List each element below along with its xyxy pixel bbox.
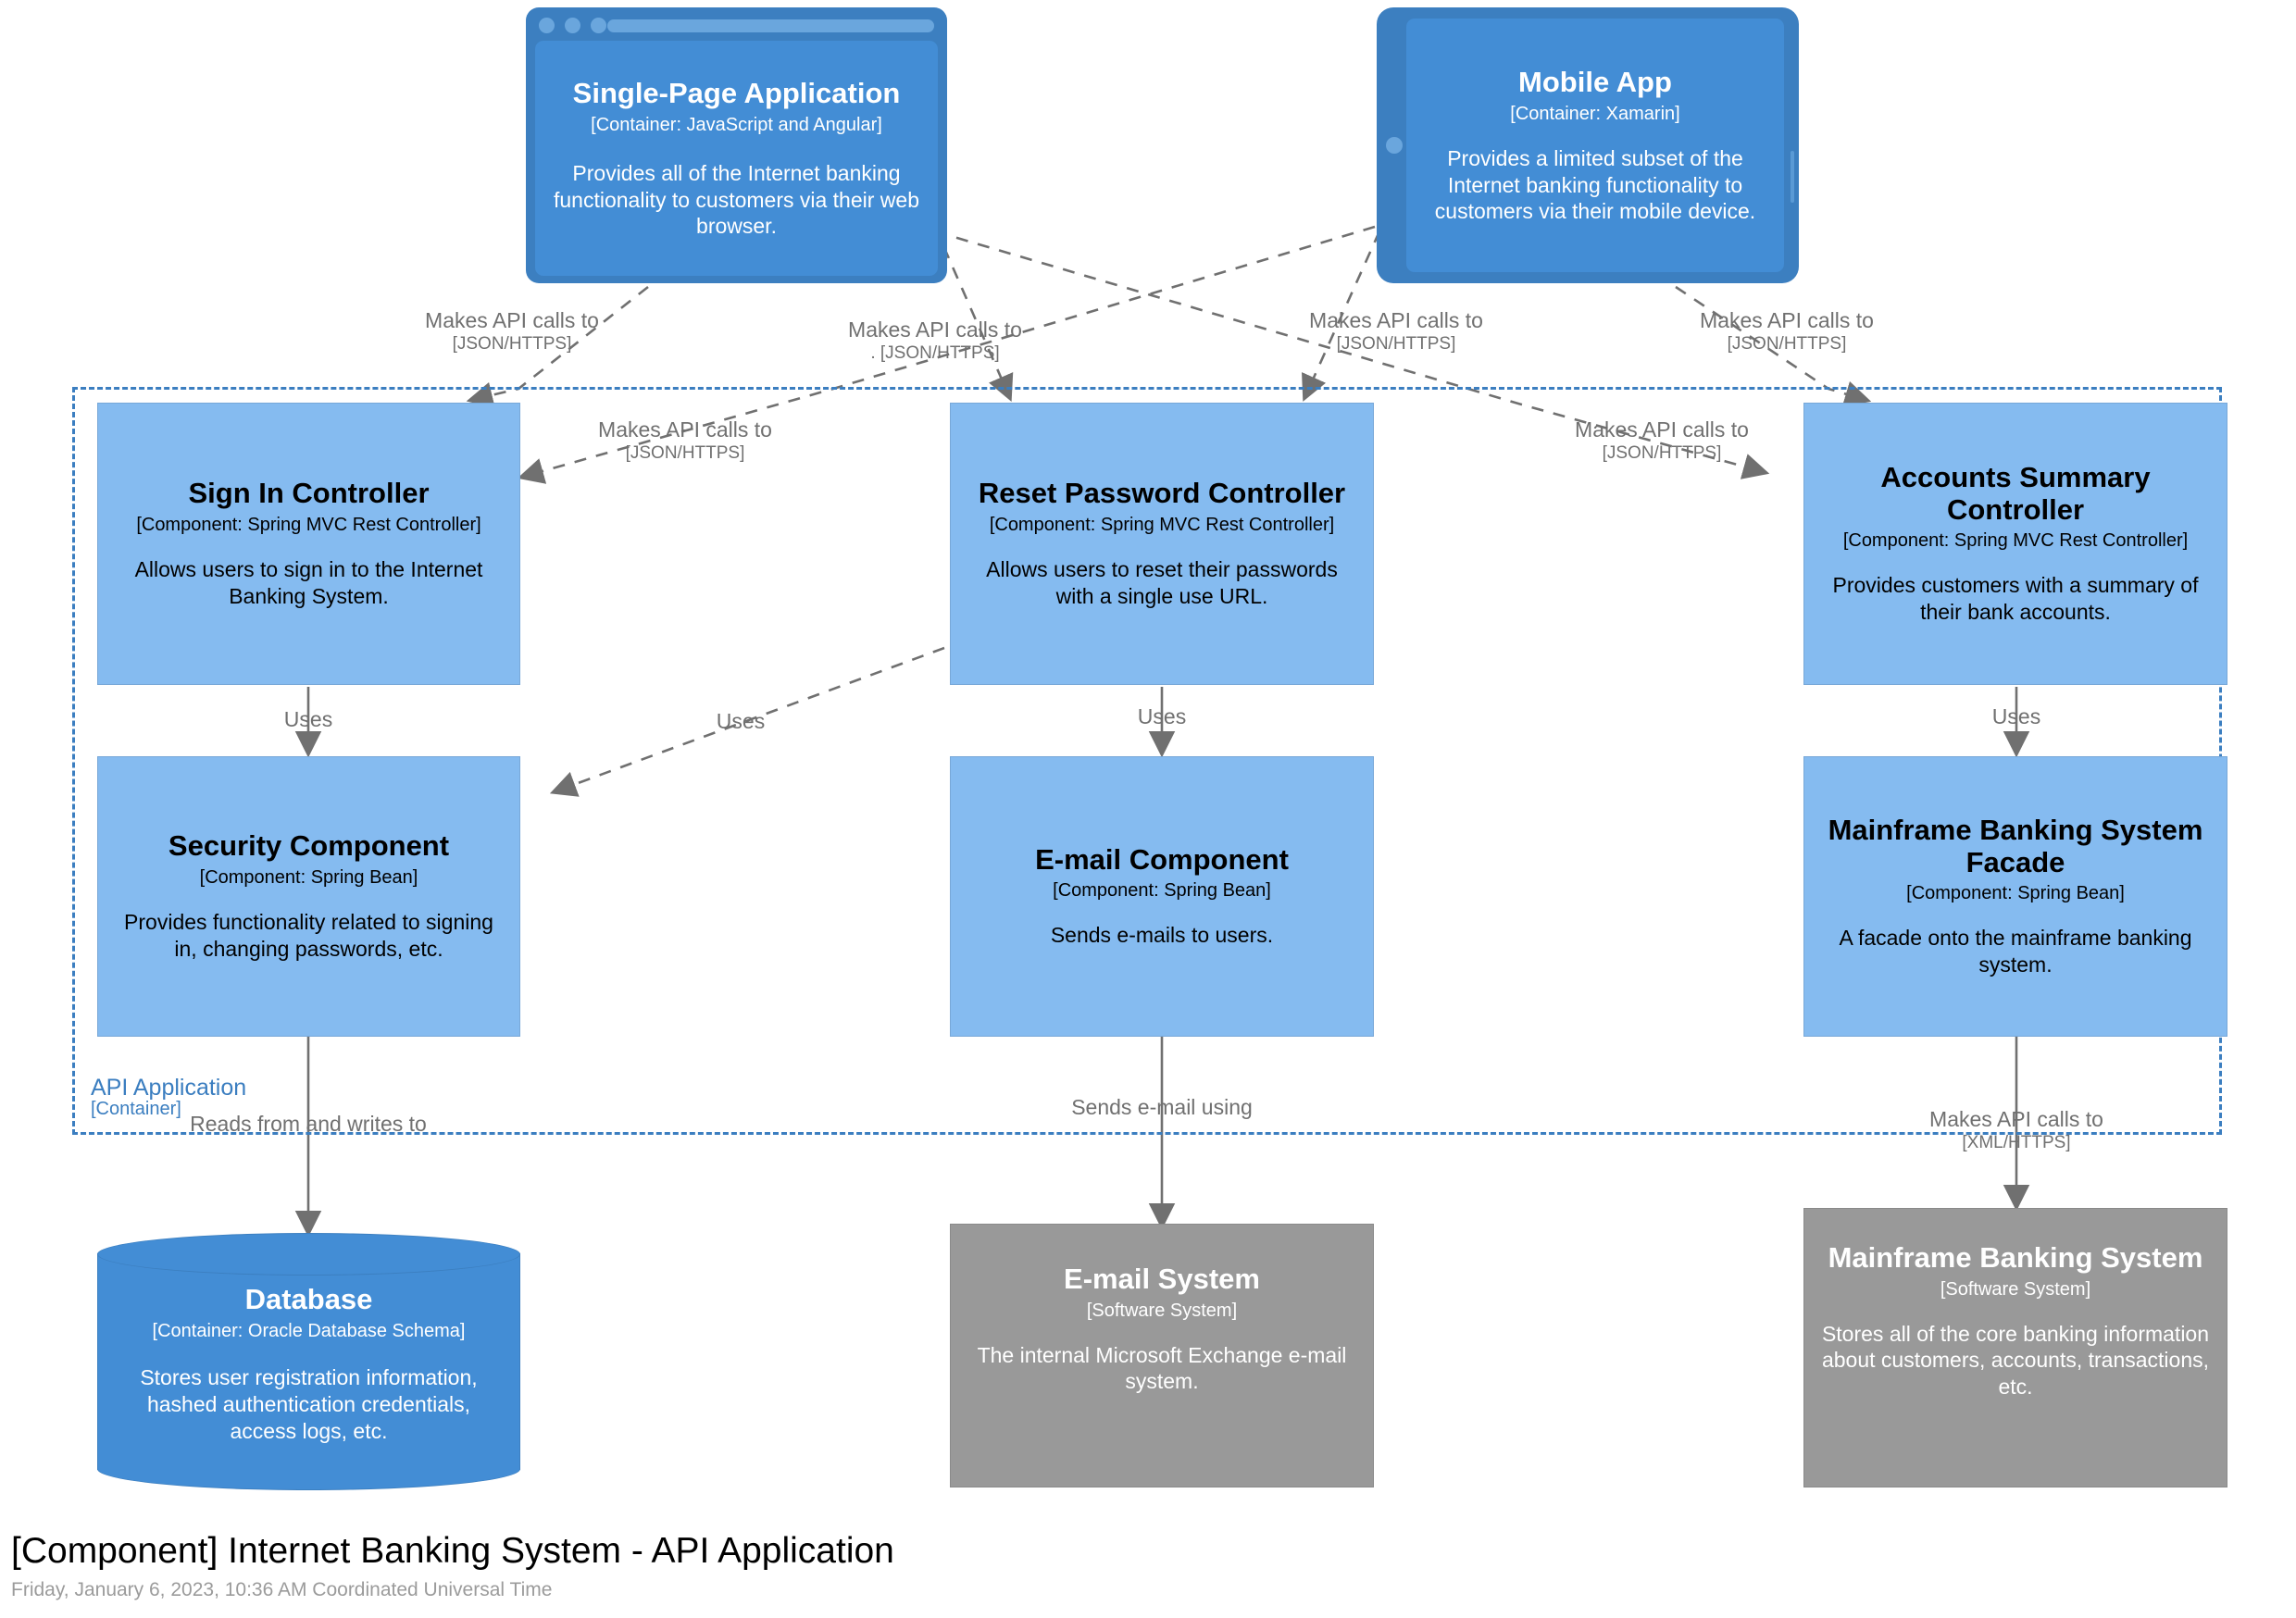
node-email-component[interactable]: E-mail Component [Component: Spring Bean… (950, 756, 1374, 1037)
edge-label-description: Makes API calls to (598, 417, 772, 442)
edge-label-description: Uses (716, 709, 766, 733)
edge-label-description: Makes API calls to (848, 317, 1022, 342)
security-component-name: Security Component (168, 829, 450, 863)
database-top-ellipse (97, 1233, 520, 1276)
diagram-subtitle: Friday, January 6, 2023, 10:36 AM Coordi… (11, 1578, 553, 1600)
browser-dots-icon (539, 18, 606, 33)
sign-in-controller-name: Sign In Controller (188, 477, 430, 510)
email-component-tech: [Component: Spring Bean] (1053, 880, 1271, 902)
edge-label-description: Sends e-mail using (1071, 1095, 1253, 1119)
reset-password-controller-name: Reset Password Controller (978, 477, 1346, 510)
accounts-summary-controller-tech: [Component: Spring MVC Rest Controller] (1842, 530, 2189, 552)
email-system-tech: [Software System] (1086, 1300, 1238, 1321)
edge-label-tech: [JSON/HTTPS] (1727, 334, 1847, 355)
edge-label-reset-emailcomp: Uses (1074, 703, 1250, 729)
edge-label-tech: [JSON/HTTPS] (452, 334, 572, 355)
reset-password-controller-description: Allows users to reset their passwords wi… (986, 557, 1338, 608)
edge-label-mobile-reset: Makes API calls to [JSON/HTTPS] (1253, 307, 1540, 355)
database-content: Database [Container: Oracle Database Sch… (97, 1270, 520, 1466)
security-component-description: Provides functionality related to signin… (124, 910, 493, 961)
device-home-button-icon (1386, 137, 1403, 154)
mobile-tech: [Container: Xamarin] (1510, 103, 1680, 124)
edge-label-accounts-facade: Uses (1928, 703, 2104, 729)
email-component-name: E-mail Component (1035, 842, 1289, 876)
edge-label-description: Uses (1991, 704, 2041, 728)
email-system-name: E-mail System (1064, 1263, 1260, 1295)
node-security-component[interactable]: Security Component [Component: Spring Be… (97, 756, 520, 1037)
mainframe-tech: [Software System] (1940, 1278, 2091, 1300)
database-tech: [Container: Oracle Database Schema] (152, 1321, 466, 1341)
node-database[interactable]: Database [Container: Oracle Database Sch… (97, 1233, 520, 1490)
security-component-tech: [Component: Spring Bean] (199, 867, 418, 889)
sign-in-controller-tech: [Component: Spring MVC Rest Controller] (136, 515, 481, 536)
database-body (97, 1253, 520, 1470)
diagram-title: [Component] Internet Banking System - AP… (11, 1531, 894, 1571)
device-side-button-icon (1791, 150, 1794, 203)
email-component-description: Sends e-mails to users. (1050, 923, 1274, 948)
database-description: Stores user registration information, ha… (140, 1365, 478, 1443)
reset-password-controller-tech: [Component: Spring MVC Rest Controller] (989, 515, 1335, 536)
facade-tech: [Component: Spring Bean] (1906, 883, 2125, 904)
boundary-name: API Application (91, 1075, 247, 1101)
node-mainframe-banking-system[interactable]: Mainframe Banking System [Software Syste… (1803, 1208, 2227, 1487)
edge-label-description: Reads from and writes to (190, 1112, 427, 1136)
spa-name: Single-Page Application (572, 76, 901, 109)
edge-label-spa-signin: Makes API calls to [JSON/HTTPS] (368, 307, 655, 355)
database-name: Database (244, 1283, 373, 1315)
spa-tech: [Container: JavaScript and Angular] (591, 114, 882, 135)
sign-in-controller-description: Allows users to sign in to the Internet … (134, 557, 483, 608)
facade-description: A facade onto the mainframe banking syst… (1839, 926, 2192, 977)
mobile-description: Provides a limited subset of the Interne… (1434, 145, 1756, 224)
diagram-footer: [Component] Internet Banking System - AP… (11, 1531, 894, 1602)
mobile-content: Mobile App [Container: Xamarin] Provides… (1406, 19, 1784, 272)
edge-label-reset-security: Uses (653, 708, 829, 734)
edge-label-spa-reset: Makes API calls to . [JSON/HTTPS] (792, 317, 1079, 364)
spa-description: Provides all of the Internet banking fun… (553, 160, 919, 239)
browser-addressbar-icon (607, 19, 934, 32)
node-reset-password-controller[interactable]: Reset Password Controller [Component: Sp… (950, 403, 1374, 685)
node-accounts-summary-controller[interactable]: Accounts Summary Controller [Component: … (1803, 403, 2227, 685)
node-single-page-application[interactable]: Single-Page Application [Container: Java… (526, 7, 947, 283)
edge-label-facade-mainframe: Makes API calls to [XML/HTTPS] (1873, 1106, 2160, 1153)
facade-name: Mainframe Banking System Facade (1828, 814, 2203, 878)
edge-label-tech: [JSON/HTTPS] (1602, 443, 1722, 464)
boundary-tech: [Container] (91, 1099, 181, 1120)
edge-label-spa-accounts: Makes API calls to [JSON/HTTPS] (1518, 417, 1805, 464)
edge-label-description: Makes API calls to (1309, 308, 1483, 332)
edge-label-tech: [XML/HTTPS] (1962, 1133, 2071, 1153)
edge-label-tech: . [JSON/HTTPS] (870, 343, 1000, 364)
edge-label-security-database: Reads from and writes to (165, 1111, 452, 1137)
edge-label-mobile-signin: Makes API calls to [JSON/HTTPS] (542, 417, 829, 464)
edge-label-description: Makes API calls to (1929, 1107, 2103, 1131)
accounts-summary-controller-description: Provides customers with a summary of the… (1832, 573, 2199, 625)
edge-label-description: Uses (1137, 704, 1187, 728)
edge-label-emailcomp-emailsys: Sends e-mail using (1060, 1094, 1264, 1120)
node-sign-in-controller[interactable]: Sign In Controller [Component: Spring MV… (97, 403, 520, 685)
edge-label-signin-security: Uses (220, 706, 396, 732)
boundary-label: API Application [Container] (91, 1076, 246, 1119)
node-mainframe-banking-system-facade[interactable]: Mainframe Banking System Facade [Compone… (1803, 756, 2227, 1037)
edge-label-description: Makes API calls to (1575, 417, 1749, 442)
accounts-summary-controller-name: Accounts Summary Controller (1880, 461, 2151, 526)
edge-label-tech: [JSON/HTTPS] (625, 443, 745, 464)
mainframe-description: Stores all of the core banking informati… (1821, 1321, 2210, 1400)
mobile-name: Mobile App (1518, 65, 1672, 98)
mainframe-name: Mainframe Banking System (1828, 1241, 2203, 1274)
spa-content: Single-Page Application [Container: Java… (535, 41, 938, 276)
email-system-description: The internal Microsoft Exchange e-mail s… (977, 1342, 1347, 1394)
edge-label-description: Uses (283, 707, 333, 731)
node-email-system[interactable]: E-mail System [Software System] The inte… (950, 1224, 1374, 1487)
edge-label-tech: [JSON/HTTPS] (1336, 334, 1456, 355)
node-mobile-app[interactable]: Mobile App [Container: Xamarin] Provides… (1377, 7, 1799, 283)
edge-label-description: Makes API calls to (425, 308, 599, 332)
edge-label-mobile-accounts: Makes API calls to [JSON/HTTPS] (1643, 307, 1930, 355)
edge-label-description: Makes API calls to (1700, 308, 1874, 332)
